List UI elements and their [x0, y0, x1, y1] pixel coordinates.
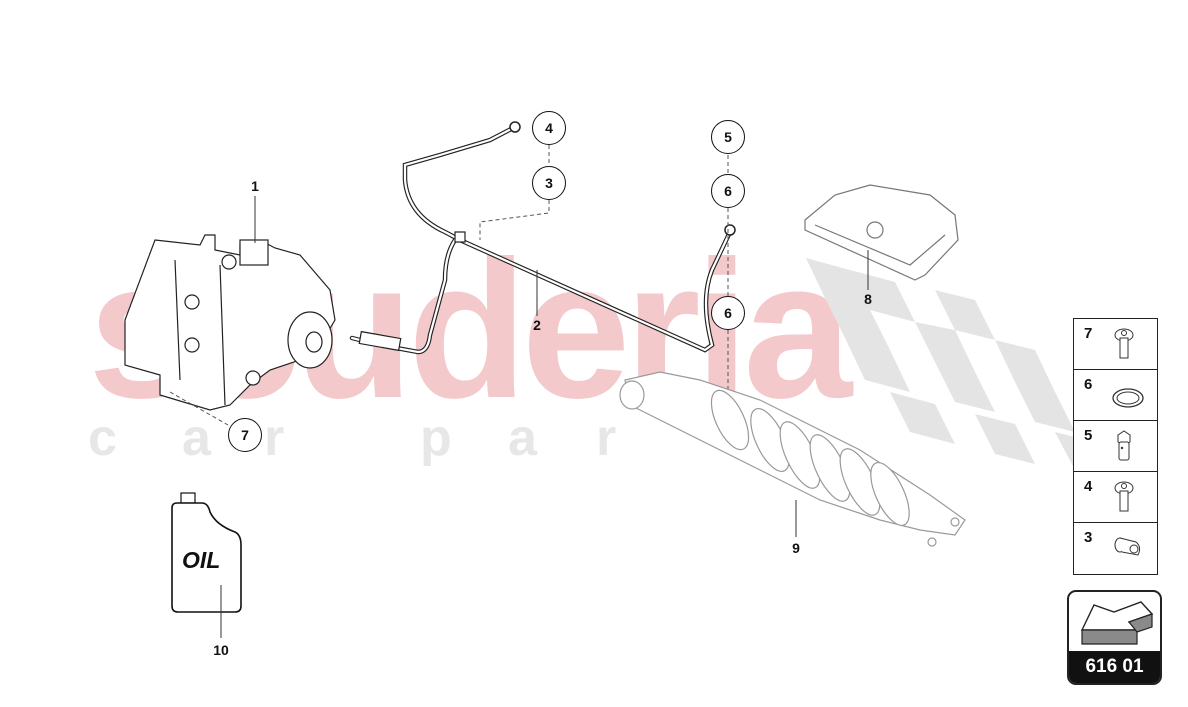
legend-number: 4	[1084, 478, 1093, 495]
callout-7[interactable]: 7	[228, 418, 262, 452]
part-label-10[interactable]: 10	[213, 642, 229, 658]
watermark-letter: r	[596, 409, 617, 467]
dashed-leaders	[479, 145, 729, 390]
part-label-1[interactable]: 1	[251, 178, 259, 194]
part-label-8[interactable]: 8	[864, 291, 872, 307]
oil-container-drawing	[171, 492, 242, 613]
banjo-bolt-icon	[1117, 430, 1131, 461]
legend-item-4[interactable]: 4	[1074, 472, 1157, 523]
callout-6-top[interactable]: 6	[711, 174, 745, 208]
screw-icon	[1114, 481, 1134, 512]
legend-number: 3	[1084, 529, 1093, 546]
end-fitting-icon	[358, 330, 402, 352]
legend-number: 5	[1084, 427, 1093, 444]
catalog-reference-badge[interactable]: 616 01	[1067, 590, 1162, 685]
watermark-letter: a	[508, 409, 537, 467]
checkered-flag-watermark	[806, 258, 1110, 500]
legend-item-6[interactable]: 6	[1074, 370, 1157, 421]
legend-item-7[interactable]: 7	[1074, 319, 1157, 370]
pump-unit-drawing	[124, 234, 336, 411]
arrow-back-icon	[1080, 601, 1154, 645]
legend-item-3[interactable]: 3	[1074, 523, 1157, 574]
fastener-legend: 7 6 5 4 3	[1073, 318, 1158, 575]
screw-icon	[1114, 328, 1134, 359]
shock-absorber-drawing	[619, 371, 966, 547]
watermark-letter: a	[182, 409, 211, 467]
callout-3[interactable]: 3	[532, 166, 566, 200]
washer-ring-icon	[1112, 388, 1144, 408]
oil-label: OIL	[182, 547, 221, 573]
callout-4[interactable]: 4	[532, 111, 566, 145]
part-label-2[interactable]: 2	[533, 317, 541, 333]
banjo-fitting-icon	[724, 224, 736, 236]
watermark-letter: p	[420, 409, 452, 467]
tee-fitting-icon	[454, 231, 466, 243]
legend-item-5[interactable]: 5	[1074, 421, 1157, 472]
clip-icon	[1114, 537, 1141, 556]
watermark-letter: r	[264, 409, 285, 467]
catalog-code: 616 01	[1069, 651, 1160, 683]
part-label-9[interactable]: 9	[792, 540, 800, 556]
watermark-letter: c	[88, 409, 117, 467]
legend-number: 7	[1084, 325, 1093, 342]
callout-5[interactable]: 5	[711, 120, 745, 154]
banjo-fitting-icon	[509, 121, 521, 133]
control-unit-drawing	[804, 184, 959, 281]
callout-6-bottom[interactable]: 6	[711, 296, 745, 330]
legend-number: 6	[1084, 376, 1093, 393]
